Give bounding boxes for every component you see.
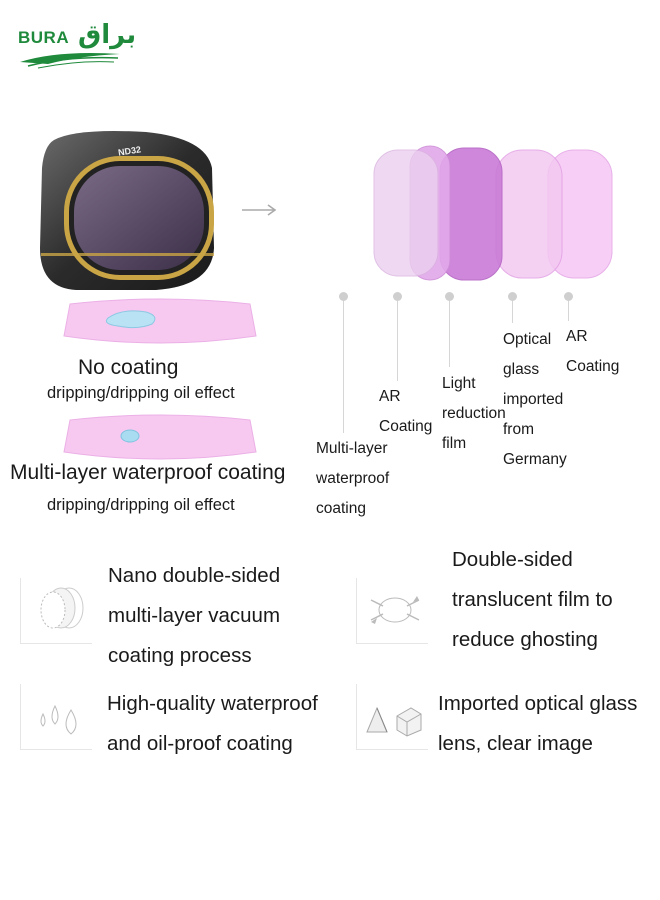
feature-optical-glass: Imported optical glass lens, clear image: [438, 684, 637, 764]
label-line: coating: [316, 500, 366, 517]
pointer-dot: [393, 292, 402, 301]
layer-label-ar-inner: AR Coating: [379, 382, 432, 442]
label-line: Germany: [503, 451, 567, 468]
water-drops-icon: [20, 684, 92, 750]
pointer-dot: [445, 292, 454, 301]
label-line: from: [503, 421, 534, 438]
pointer-dot: [564, 292, 573, 301]
label-line: Multi-layer: [316, 440, 388, 457]
label-line: Coating: [566, 358, 620, 375]
lens-layers-icon: [20, 578, 92, 644]
label-line: reduction: [442, 405, 506, 422]
label-line: AR: [379, 388, 401, 405]
feature-line: Nano double-sided: [108, 564, 281, 587]
label-line: Optical: [503, 331, 552, 348]
feature-line: High-quality waterproof: [107, 692, 318, 715]
layer-label-ar-outer: AR Coating: [566, 322, 619, 382]
pointer-line: [568, 301, 569, 321]
feature-line: and oil-proof coating: [107, 732, 293, 755]
label-line: Light: [442, 375, 476, 392]
arrow-right-icon: [242, 204, 277, 216]
label-line: imported: [503, 391, 564, 408]
pointer-line: [449, 301, 450, 367]
feature-nano-coating: Nano double-sided multi-layer vacuum coa…: [108, 556, 280, 676]
pointer-dot: [339, 292, 348, 301]
coated-plate-image: [63, 414, 257, 460]
translucent-film-icon: [356, 578, 428, 644]
label-line: glass: [503, 361, 540, 378]
layer-optical-glass: [495, 149, 563, 279]
label-line: AR: [566, 328, 588, 345]
feature-line: reduce ghosting: [452, 628, 598, 651]
layer-label-optical-glass: Optical glass imported from Germany: [503, 325, 567, 475]
label-line: film: [442, 435, 467, 452]
brand-logo: BURA براق: [14, 20, 136, 72]
layer-label-waterproof: Multi-layer waterproof coating: [316, 434, 389, 524]
label-line: Coating: [379, 418, 433, 435]
pointer-line: [397, 301, 398, 381]
no-coating-title: No coating: [78, 356, 179, 379]
feature-line: translucent film to: [452, 588, 613, 611]
no-coating-subtitle: dripping/dripping oil effect: [47, 384, 235, 402]
pointer-line: [343, 301, 344, 433]
feature-waterproof-coating: High-quality waterproof and oil-proof co…: [107, 684, 318, 764]
prism-icon: [356, 684, 428, 750]
feature-line: Imported optical glass: [438, 692, 638, 715]
filter-frame-image: [40, 131, 214, 290]
feature-line: multi-layer vacuum: [108, 604, 281, 627]
feature-line: coating process: [108, 644, 252, 667]
uncoated-plate-image: [63, 298, 257, 344]
waterproof-subtitle: dripping/dripping oil effect: [47, 496, 235, 514]
layer-waterproof-coating: [373, 149, 439, 277]
layer-label-light-reduction: Light reduction film: [442, 369, 506, 459]
feature-line: lens, clear image: [438, 732, 593, 755]
pointer-dot: [508, 292, 517, 301]
waterproof-title: Multi-layer waterproof coating: [10, 461, 286, 484]
logo-arabic-text: براق: [78, 20, 137, 50]
logo-latin-text: BURA: [18, 28, 70, 47]
feature-line: Double-sided: [452, 548, 573, 571]
palm-leaf-icon: [20, 53, 120, 69]
filter-layers-diagram: [373, 145, 613, 281]
nd-filter-product: ND32: [36, 128, 218, 294]
feature-translucent-film: Double-sided translucent film to reduce …: [452, 540, 613, 660]
label-line: waterproof: [316, 470, 390, 487]
pointer-line: [512, 301, 513, 323]
